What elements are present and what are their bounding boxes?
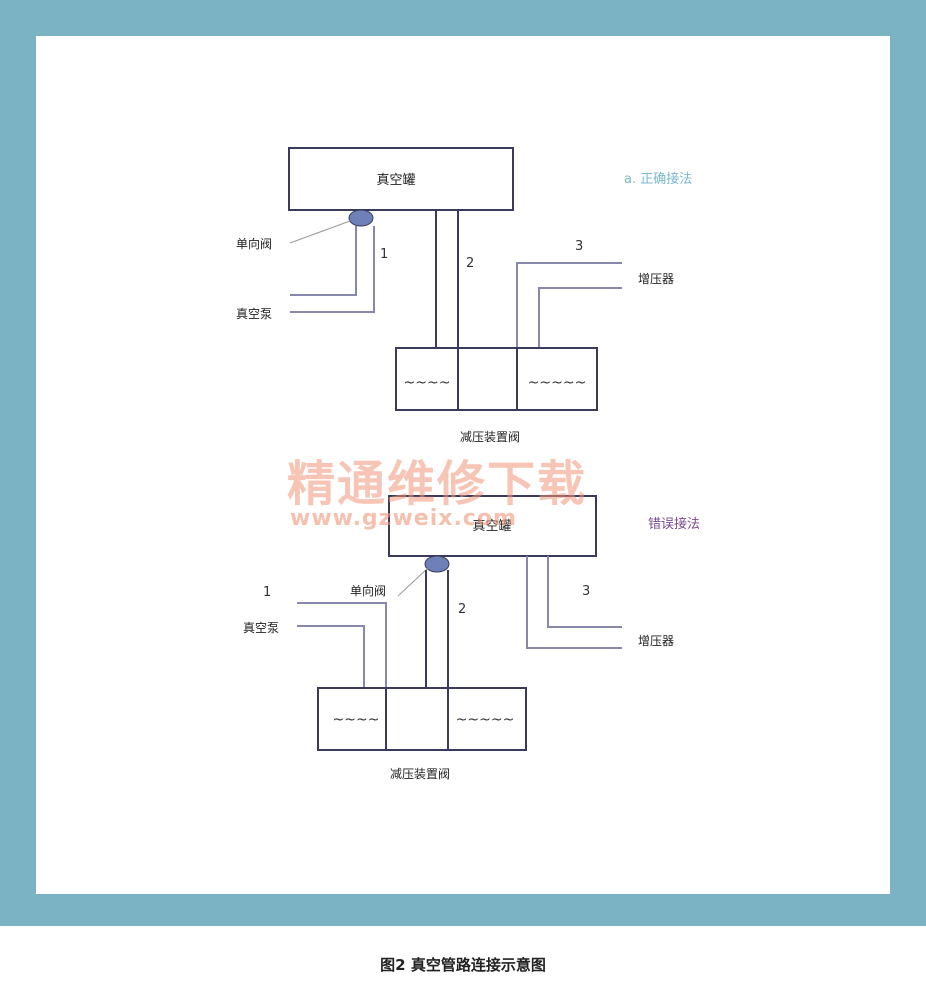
bottom-tank-label: 真空罐 [472, 519, 511, 534]
top-booster-label: 增压器 [638, 272, 674, 286]
top-line-1-number: 1 [380, 247, 388, 262]
figure-caption: 图2 真空管路连接示意图 [380, 956, 546, 974]
bottom-vacuum-tank [388, 495, 597, 557]
top-vacuum-tank [288, 147, 514, 211]
top-pipe-3-inner [538, 287, 622, 348]
top-tank-label: 真空罐 [376, 173, 415, 188]
bottom-pipe-3-outer [526, 556, 622, 649]
top-pump-label: 真空泵 [236, 307, 272, 321]
top-check-valve-icon [348, 209, 374, 227]
top-diagram: a. 正确接法 真空罐 单向阀 1 真空泵 2 3 增压器 ~~~~ ~~~~~… [236, 147, 692, 444]
vacuum-piping-diagram: a. 正确接法 真空罐 单向阀 1 真空泵 2 3 增压器 ~~~~ ~~~~~… [236, 147, 700, 781]
bottom-pump-label: 真空泵 [243, 621, 279, 635]
bottom-heading: 错误接法 [648, 516, 700, 532]
bottom-chamber-right: ~~~~~ [456, 712, 515, 728]
bottom-relief-valve-label: 减压装置阀 [390, 767, 450, 781]
bottom-check-valve-icon [424, 555, 450, 573]
top-pipe-3-outer [516, 262, 622, 348]
bottom-check-valve-leader [397, 567, 429, 597]
bottom-pipe-3-inner [547, 556, 622, 628]
top-chamber-right: ~~~~~ [528, 375, 587, 391]
bottom-line-1-number: 1 [263, 585, 271, 600]
top-relief-valve [395, 347, 598, 411]
top-heading: a. 正确接法 [624, 171, 692, 187]
top-chamber-left: ~~~~ [404, 375, 451, 391]
bottom-chamber-left: ~~~~ [333, 712, 380, 728]
bottom-relief-valve [317, 687, 527, 751]
top-check-valve-label: 单向阀 [236, 236, 272, 251]
top-pipe-1-inner [290, 226, 357, 296]
top-check-valve-leader [289, 220, 351, 244]
bottom-line-3-number: 3 [582, 584, 590, 599]
bottom-booster-label: 增压器 [638, 634, 674, 648]
top-pipe-1-outer [290, 226, 375, 313]
bottom-diagram: 错误接法 真空罐 单向阀 2 1 真空泵 3 增压器 ~~~~ ~~~~~ 减压… [243, 495, 700, 781]
bottom-line-2-number: 2 [458, 602, 466, 617]
bottom-pipe-1-inner [297, 625, 365, 688]
top-line-3-number: 3 [575, 239, 583, 254]
top-relief-valve-label: 减压装置阀 [460, 430, 520, 444]
bottom-pipe-1-outer [297, 602, 387, 688]
bottom-check-valve-label: 单向阀 [350, 583, 386, 598]
top-line-2-number: 2 [466, 256, 474, 271]
